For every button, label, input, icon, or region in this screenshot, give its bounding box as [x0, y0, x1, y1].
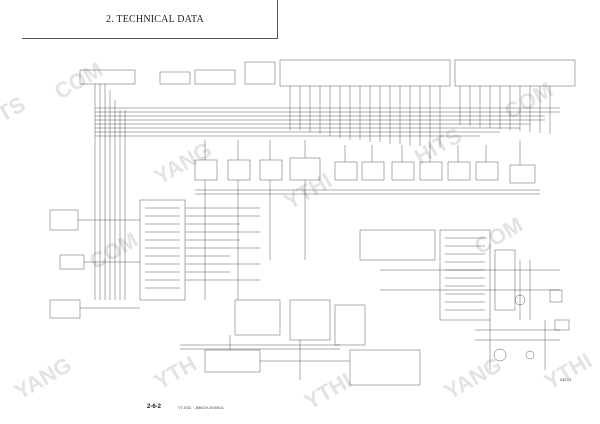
svg-text:COM: COM	[470, 212, 527, 259]
svg-text:YTHI: YTHI	[280, 168, 336, 215]
svg-text:YTHI: YTHI	[300, 368, 356, 415]
svg-text:YTH: YTH	[150, 351, 201, 395]
header-box: 2. TECHNICAL DATA	[22, 0, 278, 39]
svg-text:YTS: YTS	[0, 91, 30, 134]
svg-text:COM: COM	[85, 227, 142, 274]
schematic-wires	[49, 59, 576, 386]
svg-text:HITS: HITS	[410, 123, 466, 170]
section-title: 2. TECHNICAL DATA	[106, 14, 204, 25]
page-number: 2-6-2	[147, 404, 162, 410]
document-code: YT-E02 · JM6CH-E05S01	[178, 405, 224, 410]
watermark-logo: YTS COM YANG YTHI HITS COM COM COM YANG …	[0, 57, 596, 414]
figure-code: A30-04	[560, 378, 572, 382]
svg-text:YANG: YANG	[10, 352, 76, 404]
svg-text:YANG: YANG	[150, 137, 216, 189]
svg-text:YANG: YANG	[440, 352, 506, 404]
svg-text:COM: COM	[500, 77, 557, 124]
svg-text:COM: COM	[50, 57, 107, 104]
svg-text:YTHI: YTHI	[540, 348, 596, 395]
